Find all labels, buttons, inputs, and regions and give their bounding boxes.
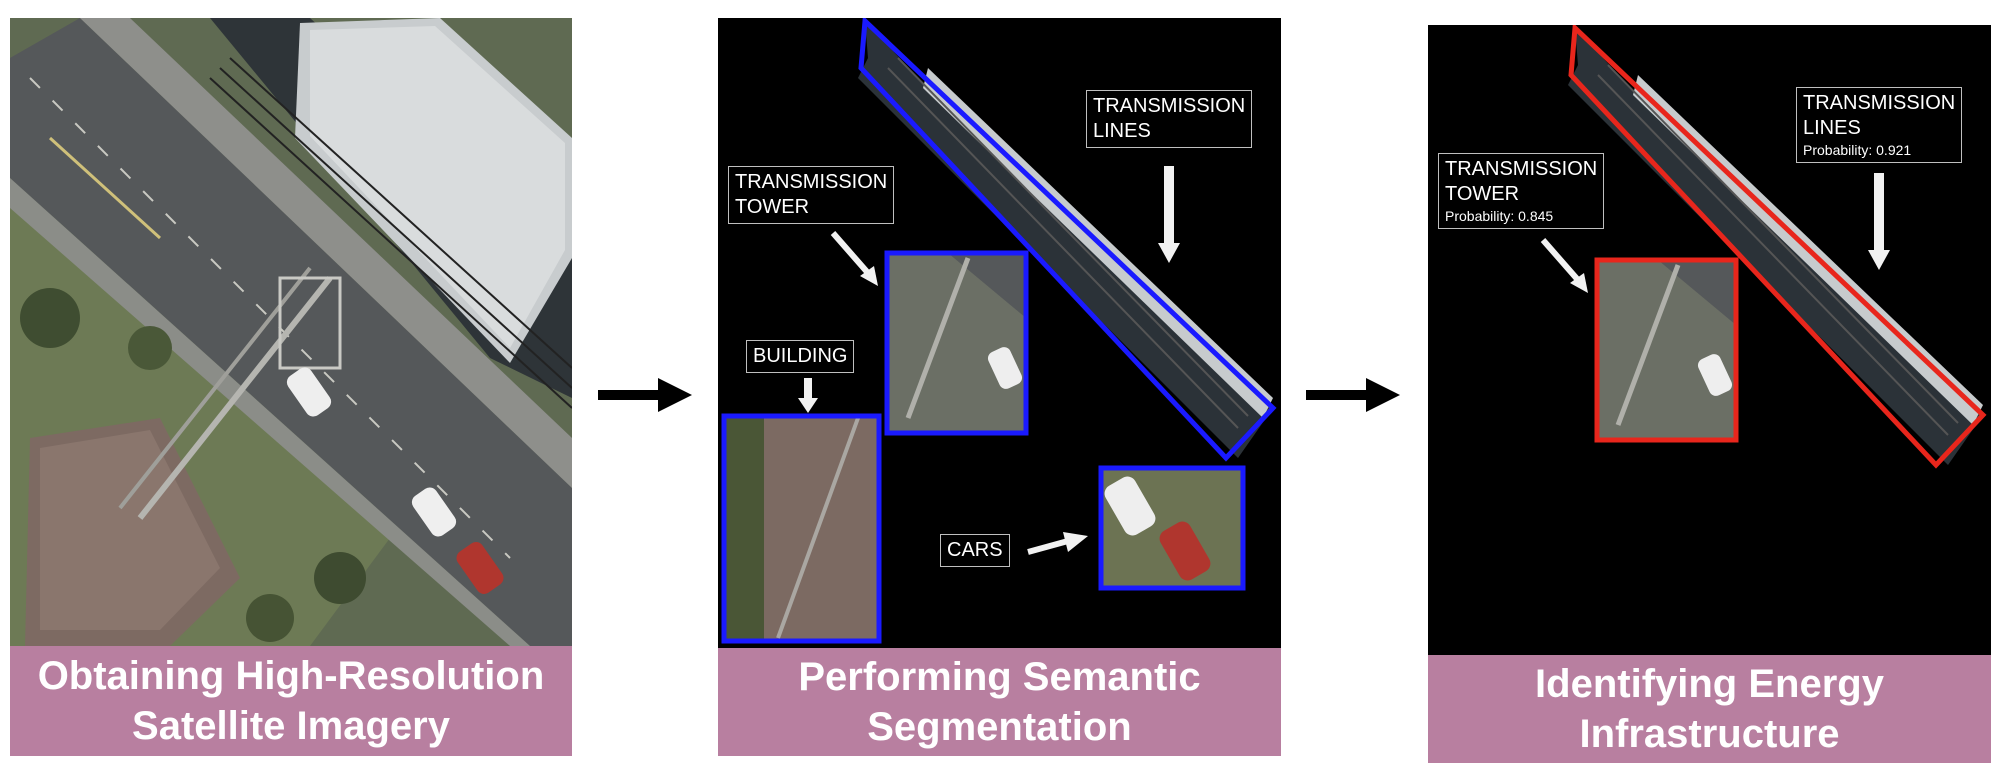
- label-transmission-tower: TRANSMISSION TOWER Probability: 0.845: [1438, 153, 1605, 229]
- transmission-tower-detection: [1594, 257, 1739, 443]
- caption-line: Performing Semantic: [798, 655, 1201, 699]
- label-line: TRANSMISSION: [1803, 92, 1956, 114]
- label-line: TRANSMISSION: [1093, 95, 1246, 117]
- label-line: BUILDING: [753, 345, 848, 367]
- arrow-right-icon: [1306, 378, 1400, 412]
- probability-value: Probability: 0.921: [1803, 142, 1912, 158]
- satellite-scene: [10, 18, 572, 646]
- arrow-right-icon: [598, 378, 692, 412]
- label-line: TRANSMISSION: [1445, 158, 1598, 180]
- identification-scene: [1540, 25, 1987, 469]
- caption-energy-infrastructure: Identifying Energy Infrastructure: [1428, 655, 1991, 763]
- cars-segment: [1098, 465, 1246, 591]
- arrow-down-icon: [798, 378, 818, 413]
- label-transmission-tower: TRANSMISSION TOWER: [728, 166, 895, 224]
- arrow-diagonal-icon: [1540, 238, 1588, 293]
- identification-panel: TRANSMISSION LINES Probability: 0.921 TR…: [1428, 25, 1991, 655]
- label-line: TOWER: [735, 196, 810, 218]
- label-transmission-lines: TRANSMISSION LINES: [1086, 90, 1253, 148]
- segmentation-panel: TRANSMISSION LINES TRANSMISSION TOWER BU…: [718, 18, 1281, 648]
- caption-semantic-segmentation: Performing Semantic Segmentation: [718, 648, 1281, 756]
- arrow-diagonal-icon: [830, 231, 878, 286]
- transmission-lines-detection: [1568, 25, 1987, 469]
- transmission-lines-segment: [858, 18, 1277, 462]
- label-cars: CARS: [940, 534, 1010, 567]
- arrow-right-icon: [1027, 532, 1088, 555]
- segmentation-scene: [721, 18, 1277, 644]
- label-building: BUILDING: [746, 340, 855, 373]
- label-transmission-lines: TRANSMISSION LINES Probability: 0.921: [1796, 87, 1963, 163]
- caption-line: Identifying Energy: [1535, 662, 1884, 706]
- caption-satellite-imagery: Obtaining High-Resolution Satellite Imag…: [10, 646, 572, 756]
- label-line: CARS: [947, 539, 1003, 561]
- label-line: TRANSMISSION: [735, 171, 888, 193]
- arrow-down-icon: [1868, 173, 1890, 270]
- caption-line: Infrastructure: [1579, 712, 1840, 756]
- label-line: LINES: [1093, 120, 1151, 142]
- caption-line: Obtaining High-Resolution: [37, 654, 545, 698]
- transmission-tower-segment: [884, 250, 1029, 436]
- label-line: TOWER: [1445, 183, 1520, 205]
- satellite-image: [10, 18, 572, 646]
- arrow-down-icon: [1158, 166, 1180, 263]
- building-segment: [721, 413, 882, 644]
- probability-value: Probability: 0.845: [1445, 208, 1554, 224]
- caption-line: Segmentation: [867, 705, 1132, 749]
- label-line: LINES: [1803, 117, 1861, 139]
- caption-line: Satellite Imagery: [132, 704, 450, 748]
